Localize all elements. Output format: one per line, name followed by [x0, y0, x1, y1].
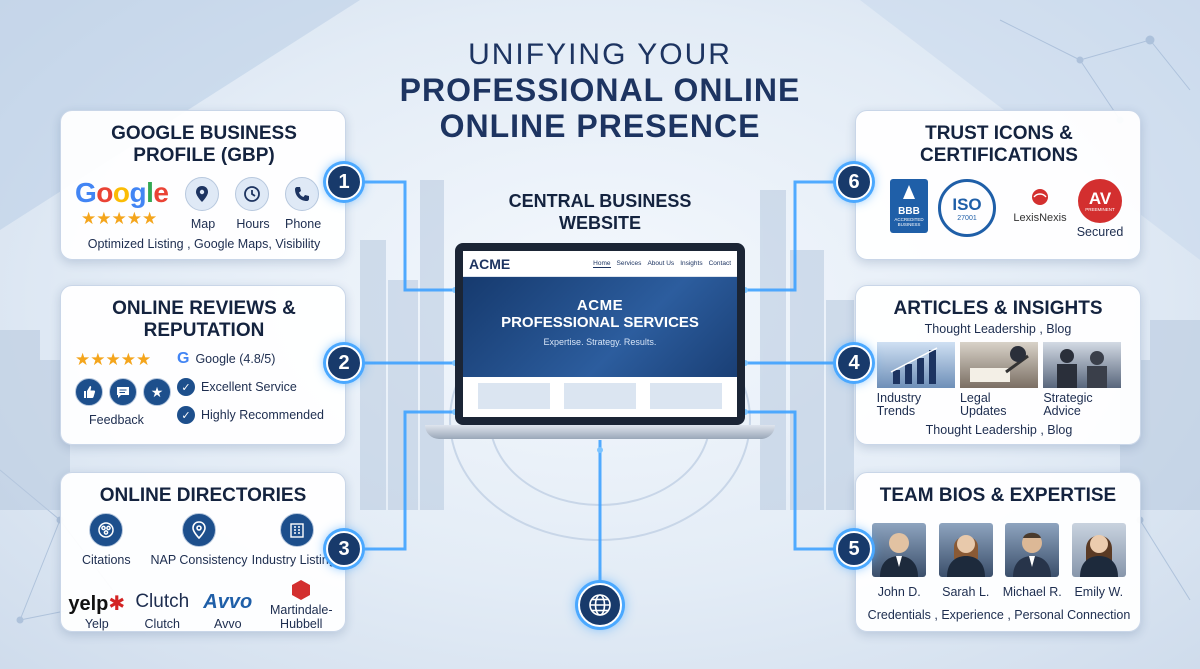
martindale-label: Martindale-Hubbell: [269, 603, 333, 631]
badge-5: 5: [836, 531, 872, 567]
bbb-logo: BBB ACCREDITED BUSINESS: [890, 179, 928, 233]
site-nav-about[interactable]: About Us: [647, 259, 675, 267]
content-block: [650, 383, 722, 409]
clutch-label: Clutch: [144, 617, 180, 631]
badge-2: 2: [326, 345, 362, 381]
site-nav-services[interactable]: Services: [616, 259, 642, 267]
articles-title: ARTICLES & INSIGHTS: [893, 298, 1103, 319]
chat-bubble-icon: [109, 378, 137, 406]
phone-icon: [285, 177, 319, 211]
google-rating: Google (4.8/5): [195, 352, 276, 366]
directories-nap-label: NAP Consistency: [150, 553, 248, 567]
gbp-title: GOOGLE BUSINESS PROFILE (GBP): [111, 123, 297, 166]
badge-6: 6: [836, 164, 872, 200]
clutch-logo: Clutch: [135, 591, 190, 612]
gbp-phone-label: Phone: [285, 217, 322, 231]
card-google-business-profile: GOOGLE BUSINESS PROFILE (GBP) Google ★★★…: [60, 110, 346, 260]
review-check-1: Excellent Service: [201, 380, 297, 394]
site-nav-insights[interactable]: Insights: [680, 259, 703, 267]
hero-tagline: Expertise. Strategy. Results.: [543, 337, 657, 347]
card-online-reviews: ONLINE REVIEWS & REPUTATION ★★★★★ ★ Feed…: [60, 285, 346, 445]
team-photo-sarah: [938, 523, 993, 577]
title-line-2: PROFESSIONAL ONLINE: [399, 72, 801, 108]
av-preeminent-badge: AV PREEMINENT Secured: [1070, 179, 1130, 239]
articles-subtitle: Thought Leadership , Blog: [924, 322, 1072, 336]
title-line-1: UNIFYING YOUR: [468, 38, 732, 71]
google-g-icon: G: [177, 350, 190, 367]
site-nav-contact[interactable]: Contact: [708, 259, 731, 267]
card-articles-insights: ARTICLES & INSIGHTS Thought Leadership ,…: [855, 285, 1141, 445]
map-pin-icon: [185, 177, 219, 211]
star-badge-icon: ★: [143, 378, 171, 406]
site-nav-home[interactable]: Home: [593, 259, 611, 268]
badge-1: 1: [326, 164, 362, 200]
laptop-base: [425, 425, 775, 439]
team-photo-emily: [1071, 523, 1126, 577]
globe-icon: [578, 583, 622, 627]
reviews-stars: ★★★★★: [75, 350, 152, 369]
central-website-heading: CENTRAL BUSINESS WEBSITE: [508, 191, 692, 233]
gbp-map-label: Map: [190, 217, 216, 231]
google-logo: Google: [75, 177, 169, 208]
articles-footer: Thought Leadership , Blog: [925, 423, 1073, 437]
site-nav: ACME Home Services About Us Insights Con…: [463, 251, 737, 277]
gbp-stars: ★★★★★: [81, 209, 158, 228]
strategic-advice-image: [1043, 342, 1122, 388]
location-icon: [181, 513, 216, 547]
article-legal-updates: Legal Updates: [959, 391, 1007, 418]
article-strategic-advice: Strategic Advice: [1043, 391, 1093, 418]
yelp-logo: yelp✱: [68, 593, 126, 615]
secured-label: Secured: [1076, 225, 1124, 239]
iso-badge: ISO 27001: [938, 179, 996, 237]
hero-line-2: PROFESSIONAL SERVICES: [501, 314, 699, 331]
content-block: [478, 383, 550, 409]
check-circle-icon: ✓: [177, 378, 195, 396]
martindale-hexagon-icon: [261, 577, 341, 603]
card-team-bios: TEAM BIOS & EXPERTISE John D. Sarah L. M…: [855, 472, 1141, 632]
check-circle-icon: ✓: [177, 406, 195, 424]
card-online-directories: ONLINE DIRECTORIES Citations NAP Consist…: [60, 472, 346, 632]
card-trust-certifications: TRUST ICONS & CERTIFICATIONS BBB ACCREDI…: [855, 110, 1141, 260]
team-photo-john: [872, 523, 927, 577]
gbp-hours-label: Hours: [236, 217, 270, 231]
feedback-label: Feedback: [89, 413, 144, 427]
clock-icon: [235, 177, 269, 211]
website-preview: ACME Home Services About Us Insights Con…: [463, 251, 737, 417]
site-logo: ACME: [469, 255, 511, 272]
team-title: TEAM BIOS & EXPERTISE: [879, 485, 1117, 506]
trust-title: TRUST ICONS & CERTIFICATIONS: [920, 123, 1078, 166]
gbp-caption: Optimized Listing , Google Maps, Visibil…: [87, 237, 321, 251]
citations-icon: [89, 513, 124, 547]
team-name-michael: Michael R.: [1002, 585, 1062, 599]
team-name-emily: Emily W.: [1074, 585, 1124, 599]
avvo-logo: Avvo: [203, 591, 253, 613]
industry-trends-image: [876, 342, 955, 388]
reviews-title: ONLINE REVIEWS & REPUTATION: [112, 298, 296, 341]
site-hero: ACME PROFESSIONAL SERVICES Expertise. St…: [463, 277, 737, 377]
team-name-sarah: Sarah L.: [942, 585, 990, 599]
hero-line-1: ACME: [576, 297, 624, 314]
review-check-2: Highly Recommended: [201, 408, 324, 422]
badge-4: 4: [836, 345, 872, 381]
lexisnexis-logo: LexisNexis: [1002, 187, 1078, 224]
building-icon: [279, 513, 314, 547]
directories-industry-label: Industry Listings: [251, 553, 342, 567]
site-content-blocks: [463, 383, 737, 409]
yelp-label: Yelp: [84, 617, 109, 631]
team-name-john: John D.: [877, 585, 921, 599]
title-line-3: ONLINE PRESENCE: [439, 108, 761, 144]
laptop-screen: ACME Home Services About Us Insights Con…: [455, 243, 745, 425]
thumbs-up-icon: [75, 378, 103, 406]
directories-citations-label: Citations: [82, 553, 131, 567]
avvo-label: Avvo: [213, 617, 242, 631]
team-photo-michael: [1005, 523, 1060, 577]
article-industry-trends: Industry Trends: [876, 391, 922, 418]
content-block: [564, 383, 636, 409]
badge-3: 3: [326, 531, 362, 567]
team-footer: Credentials , Experience , Personal Conn…: [867, 608, 1131, 622]
legal-updates-image: [959, 342, 1038, 388]
directories-title: ONLINE DIRECTORIES: [99, 485, 307, 506]
